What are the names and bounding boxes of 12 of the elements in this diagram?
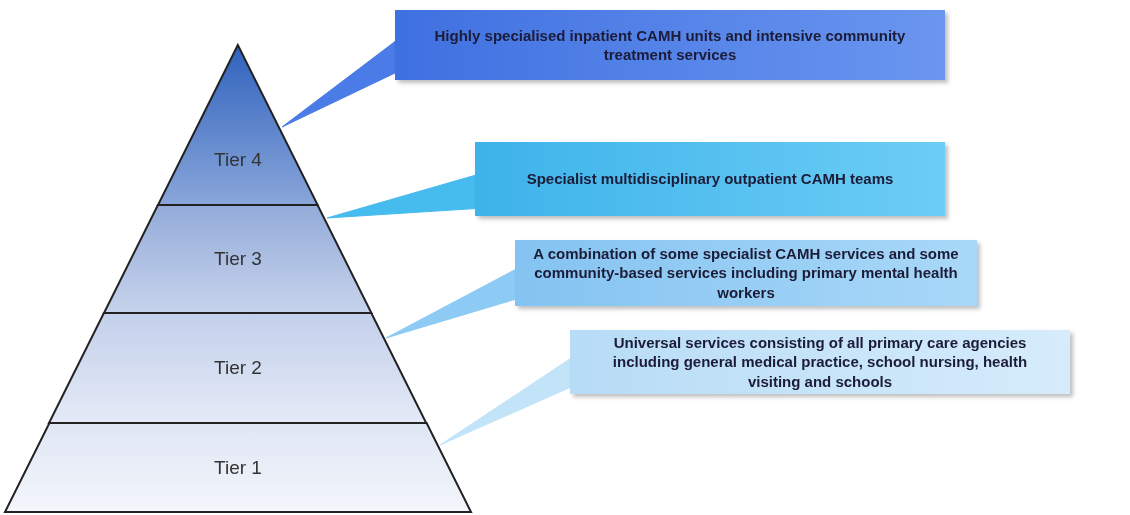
callout-pointer — [385, 269, 516, 339]
callout-box: Specialist multidisciplinary outpatient CAMH teams — [475, 142, 945, 216]
callout-pointer — [439, 358, 571, 446]
callout-pointer — [326, 174, 476, 219]
tier-label: Tier 3 — [214, 248, 262, 270]
callout-box: Universal services consisting of all primary care agencies including general medical practice, school nursing, health visiting and schools — [570, 330, 1070, 394]
tier-label: Tier 1 — [214, 456, 262, 479]
callout-pointer — [281, 41, 396, 128]
callout-box: Highly specialised inpatient CAMH units and intensive community treatment services — [395, 10, 945, 80]
tier-label: Tier 4 — [214, 149, 262, 172]
callout-box: A combination of some specialist CAMH services and some community-based services including primary mental health workers — [515, 240, 977, 306]
tier-label: Tier 2 — [214, 357, 262, 379]
